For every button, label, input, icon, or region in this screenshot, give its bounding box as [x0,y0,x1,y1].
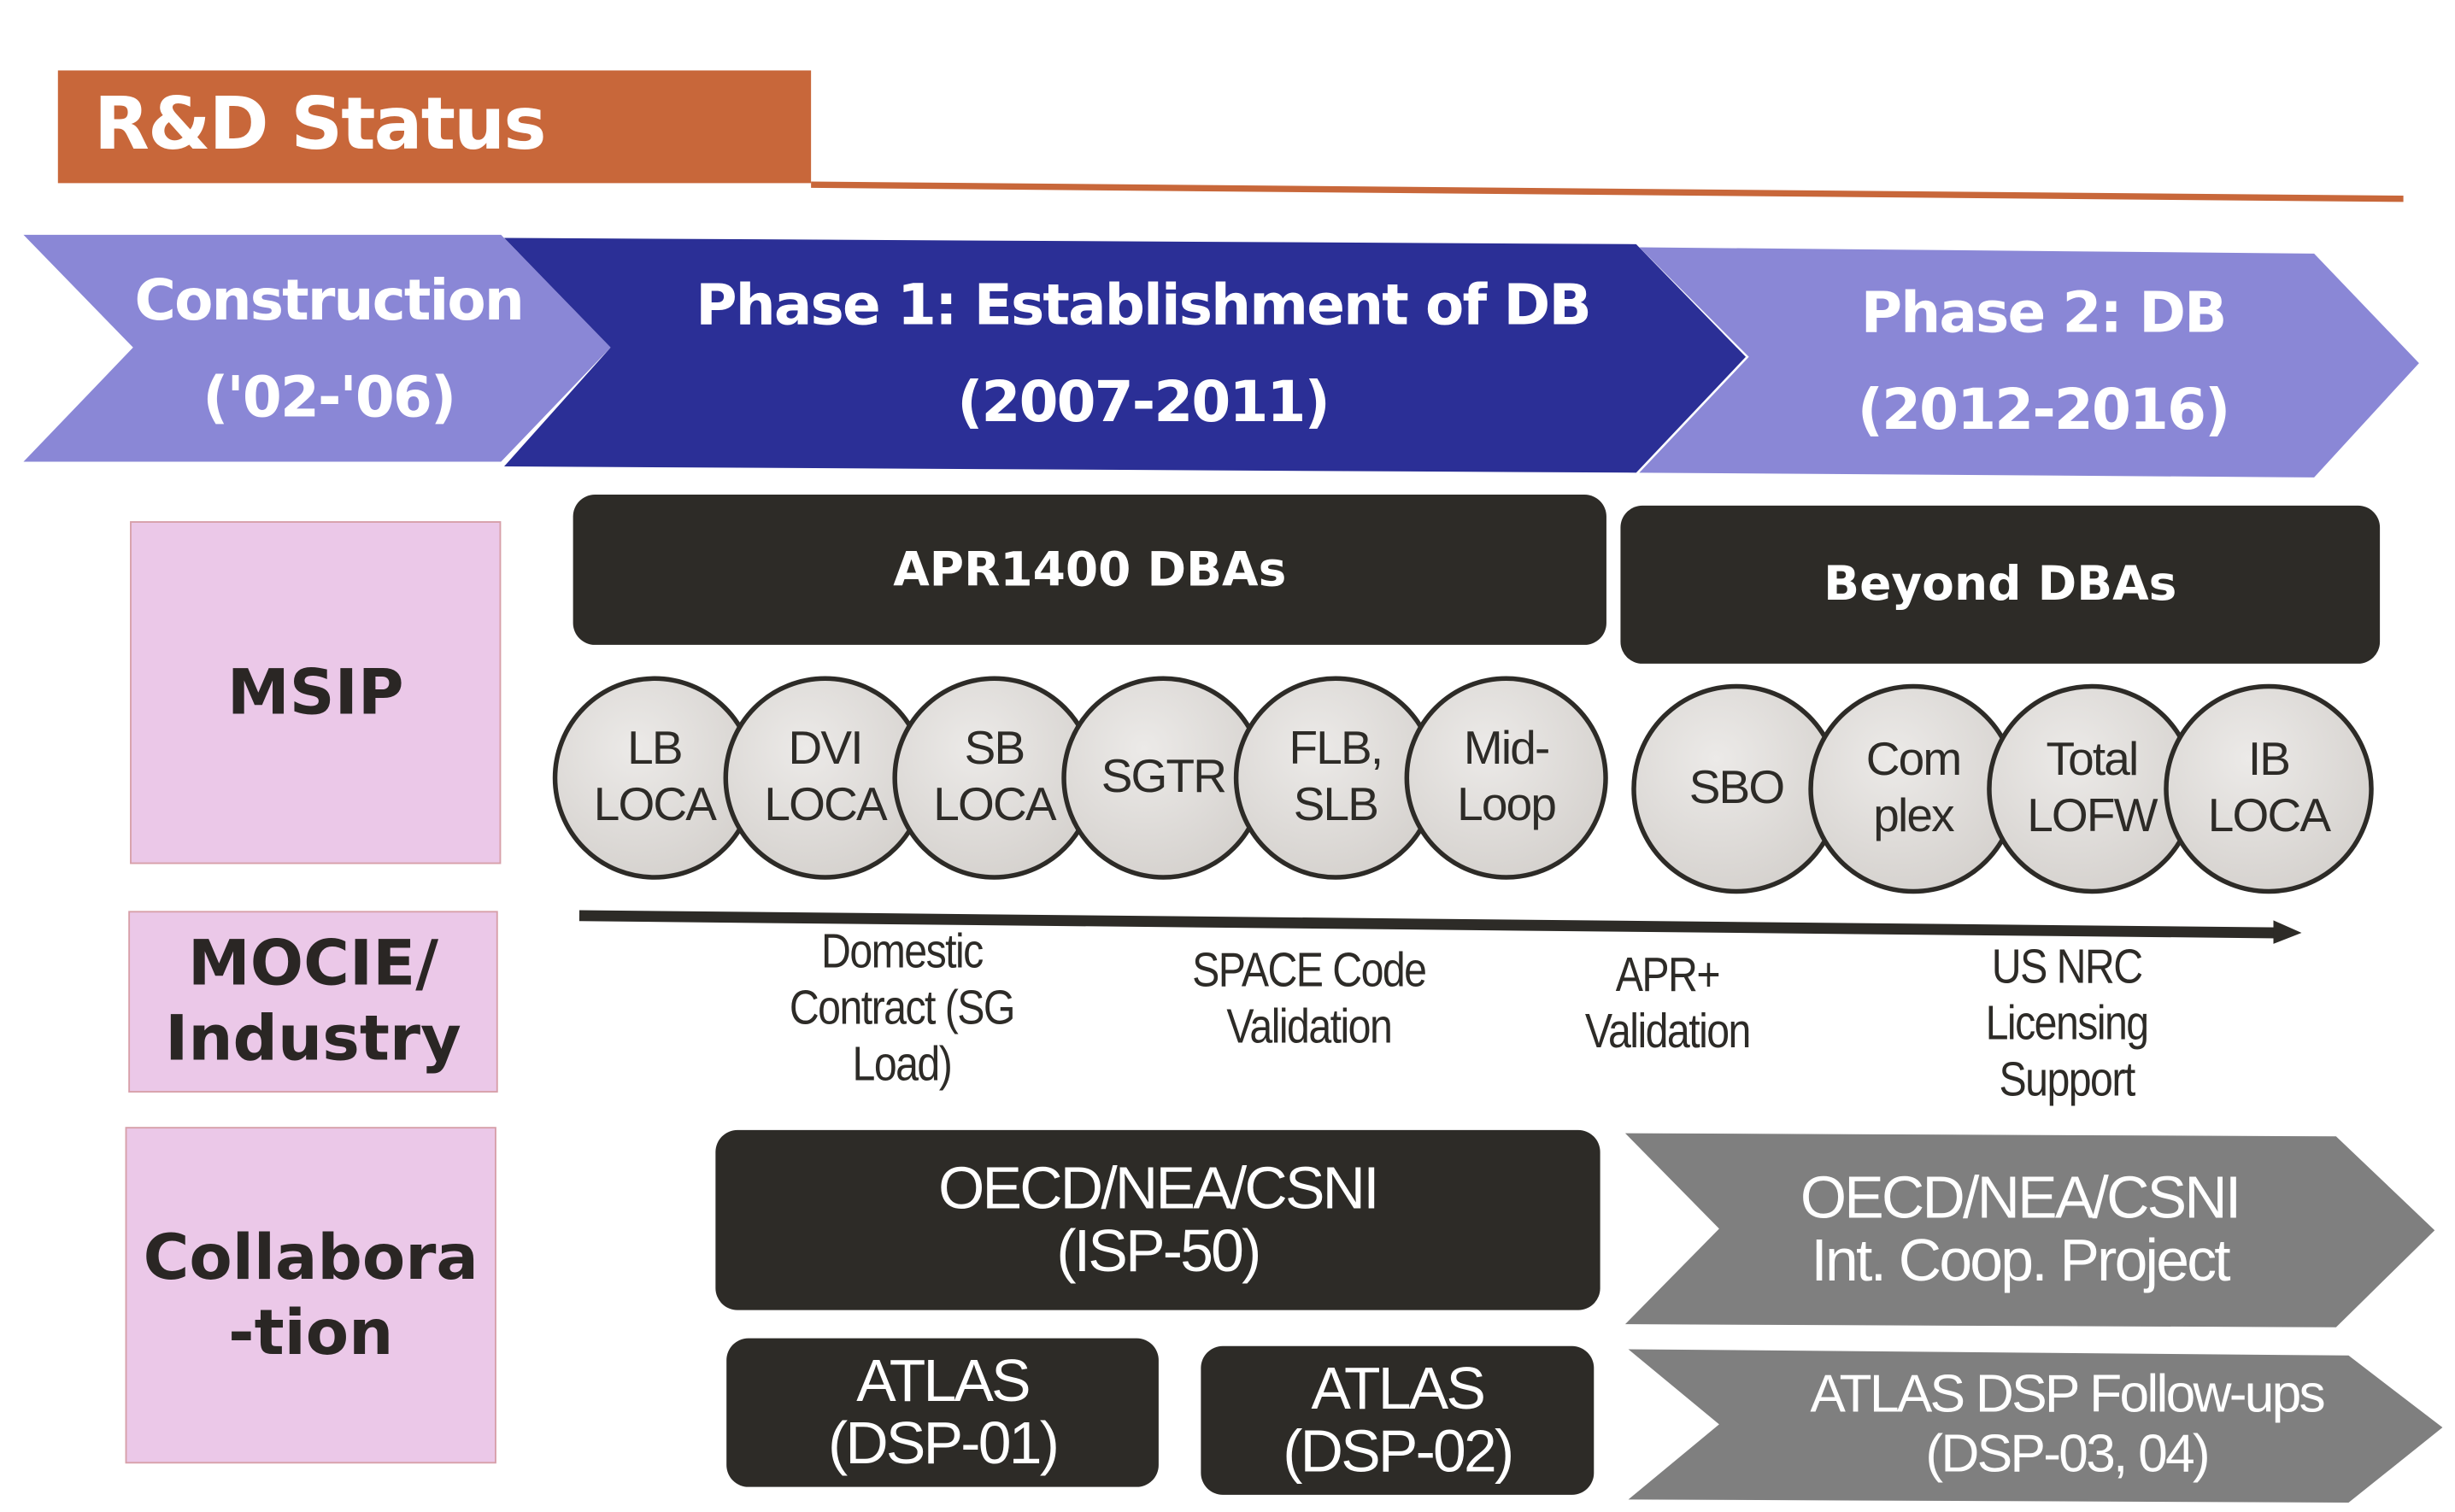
circle-mid-loop: Mid-Loop [1404,676,1608,880]
chevron-dsp-followups [1628,1349,2443,1503]
box-line: (ISP-50) [1056,1218,1261,1285]
box-line: (DSP-01) [827,1410,1060,1477]
chevron-construction [23,234,611,462]
circle-label: IB [2247,734,2291,786]
atlas-dsp01-box: ATLAS(DSP-01) [726,1338,1159,1487]
chevron-phase1 [504,237,1747,473]
phase-1: Phase 1: Establishment of DB (2007-2011) [595,258,1691,452]
phase-title: Phase 2: DB [1860,281,2228,346]
circle-label: Com [1865,734,1962,786]
industry-domestic-contract: Domestic Contract (SG Load) [789,923,1016,1092]
box-line: Int. Coop. Project [1811,1228,2230,1295]
box-line: OECD/NEA/CSNI [1800,1166,2241,1233]
phase-title: Construction [134,269,525,334]
page-title: R&D Status [93,81,547,167]
row-label-mocie-industry: MOCIE/ Industry [128,911,498,1093]
phase-2: Phase 2: DB (2012-2016) [1738,266,2349,460]
box-line: ATLAS [1311,1356,1485,1422]
circle-label: SB [964,723,1026,775]
circle-label: plex [1873,790,1954,842]
chevron-phase2 [1639,247,2419,478]
title-underline [811,181,2404,202]
beyond-dbas-bar: Beyond DBAs [1620,505,2381,664]
circle-label: LOFW [2027,790,2158,842]
timeline-arrow-line [579,910,2279,939]
circle-label: LOCA [764,779,887,831]
phase-period: (2012-2016) [1857,378,2231,443]
phase-period: (2007-2011) [957,371,1330,436]
circle-sgtr: SGTR [1061,676,1266,880]
circle-label: FLB, [1289,723,1384,775]
circle-label: DVI [788,723,864,775]
timeline-arrow-head [2273,920,2302,944]
industry-us-nrc-licensing: US NRC Licensing Support [1985,939,2150,1107]
box-line: (DSP-03, 04) [1925,1424,2210,1485]
circle-label: LOCA [2207,790,2331,842]
box-line: OECD/NEA/CSNI [938,1156,1379,1222]
chevron-int-coop [1624,1133,2435,1327]
circle-label: Total [2046,734,2139,786]
row-label-collaboration: Collabora -tion [125,1127,496,1464]
circle-label: Mid- [1463,723,1550,775]
box-line: (DSP-02) [1283,1418,1514,1485]
title-banner [57,70,812,184]
oecd-isp50-box: OECD/NEA/CSNI(ISP-50) [715,1129,1600,1310]
atlas-dsp02-box: ATLAS(DSP-02) [1201,1345,1595,1495]
circle-label: LOCA [593,779,717,831]
phase-period: ('02-'06) [203,366,456,431]
row-label-msip: MSIP [130,521,502,864]
circle-label: SLB [1293,779,1379,831]
circle-label: LB [627,723,683,775]
phase-title: Phase 1: Establishment of DB [696,273,1592,338]
circle-label: SGTR [1101,751,1227,803]
apr1400-dbas-bar: APR1400 DBAs [573,495,1606,645]
circle-label: Loop [1457,779,1557,831]
box-line: ATLAS DSP Follow-ups [1810,1364,2325,1425]
phase-construction: Construction ('02-'06) [109,254,548,448]
atlas-dsp-followups-label: ATLAS DSP Follow-ups(DSP-03, 04) [1723,1365,2411,1484]
circle-sbo: SBO [1631,683,1841,894]
box-line: ATLAS [856,1348,1031,1415]
industry-apr-plus-validation: APR+ Validation [1584,946,1751,1058]
industry-space-code-validation: SPACE Code Validation [1192,942,1427,1054]
circle-label: LOCA [933,779,1056,831]
circle-label: SBO [1689,762,1785,814]
